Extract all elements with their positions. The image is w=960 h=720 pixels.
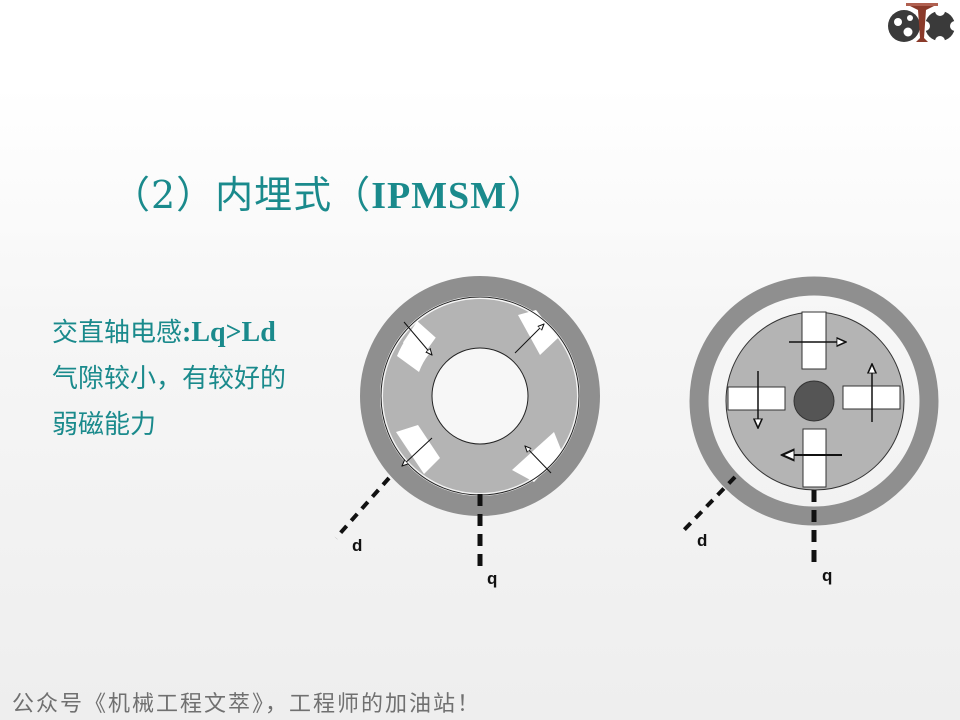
footer-watermark: 公众号《机械工程文萃》，工程师的加油站！ <box>12 692 482 717</box>
right-rotor-diagram: d q <box>682 276 939 585</box>
q-axis-label: q <box>487 569 497 588</box>
slide-title: （2）内埋式（IPMSM） <box>112 164 546 219</box>
title-suffix: ） <box>507 173 547 217</box>
title-prefix: （2）内埋式（ <box>112 173 372 217</box>
airgap-line: 气隙较小，有较好的 <box>52 364 287 394</box>
d-axis-label: d <box>697 531 707 550</box>
inductance-label: 交直轴电感 <box>52 318 183 348</box>
d-axis <box>682 475 737 532</box>
d-axis-label: d <box>352 536 362 555</box>
inductance-line: 交直轴电感:Lq>Ld <box>52 310 286 356</box>
inductance-formula: :Lq>Ld <box>182 317 276 348</box>
rotor-bore <box>431 347 529 445</box>
gear-logo-icon <box>888 3 960 46</box>
d-axis <box>334 476 391 540</box>
q-axis-label: q <box>822 566 832 585</box>
flux-weakening-line: 弱磁能力 <box>52 410 157 440</box>
title-acronym: IPMSM <box>371 175 508 217</box>
left-rotor-diagram: d q <box>334 276 600 588</box>
shaft <box>793 380 835 422</box>
logo <box>884 0 960 48</box>
description: 交直轴电感:Lq>Ld 气隙较小，有较好的 弱磁能力 <box>52 310 286 448</box>
